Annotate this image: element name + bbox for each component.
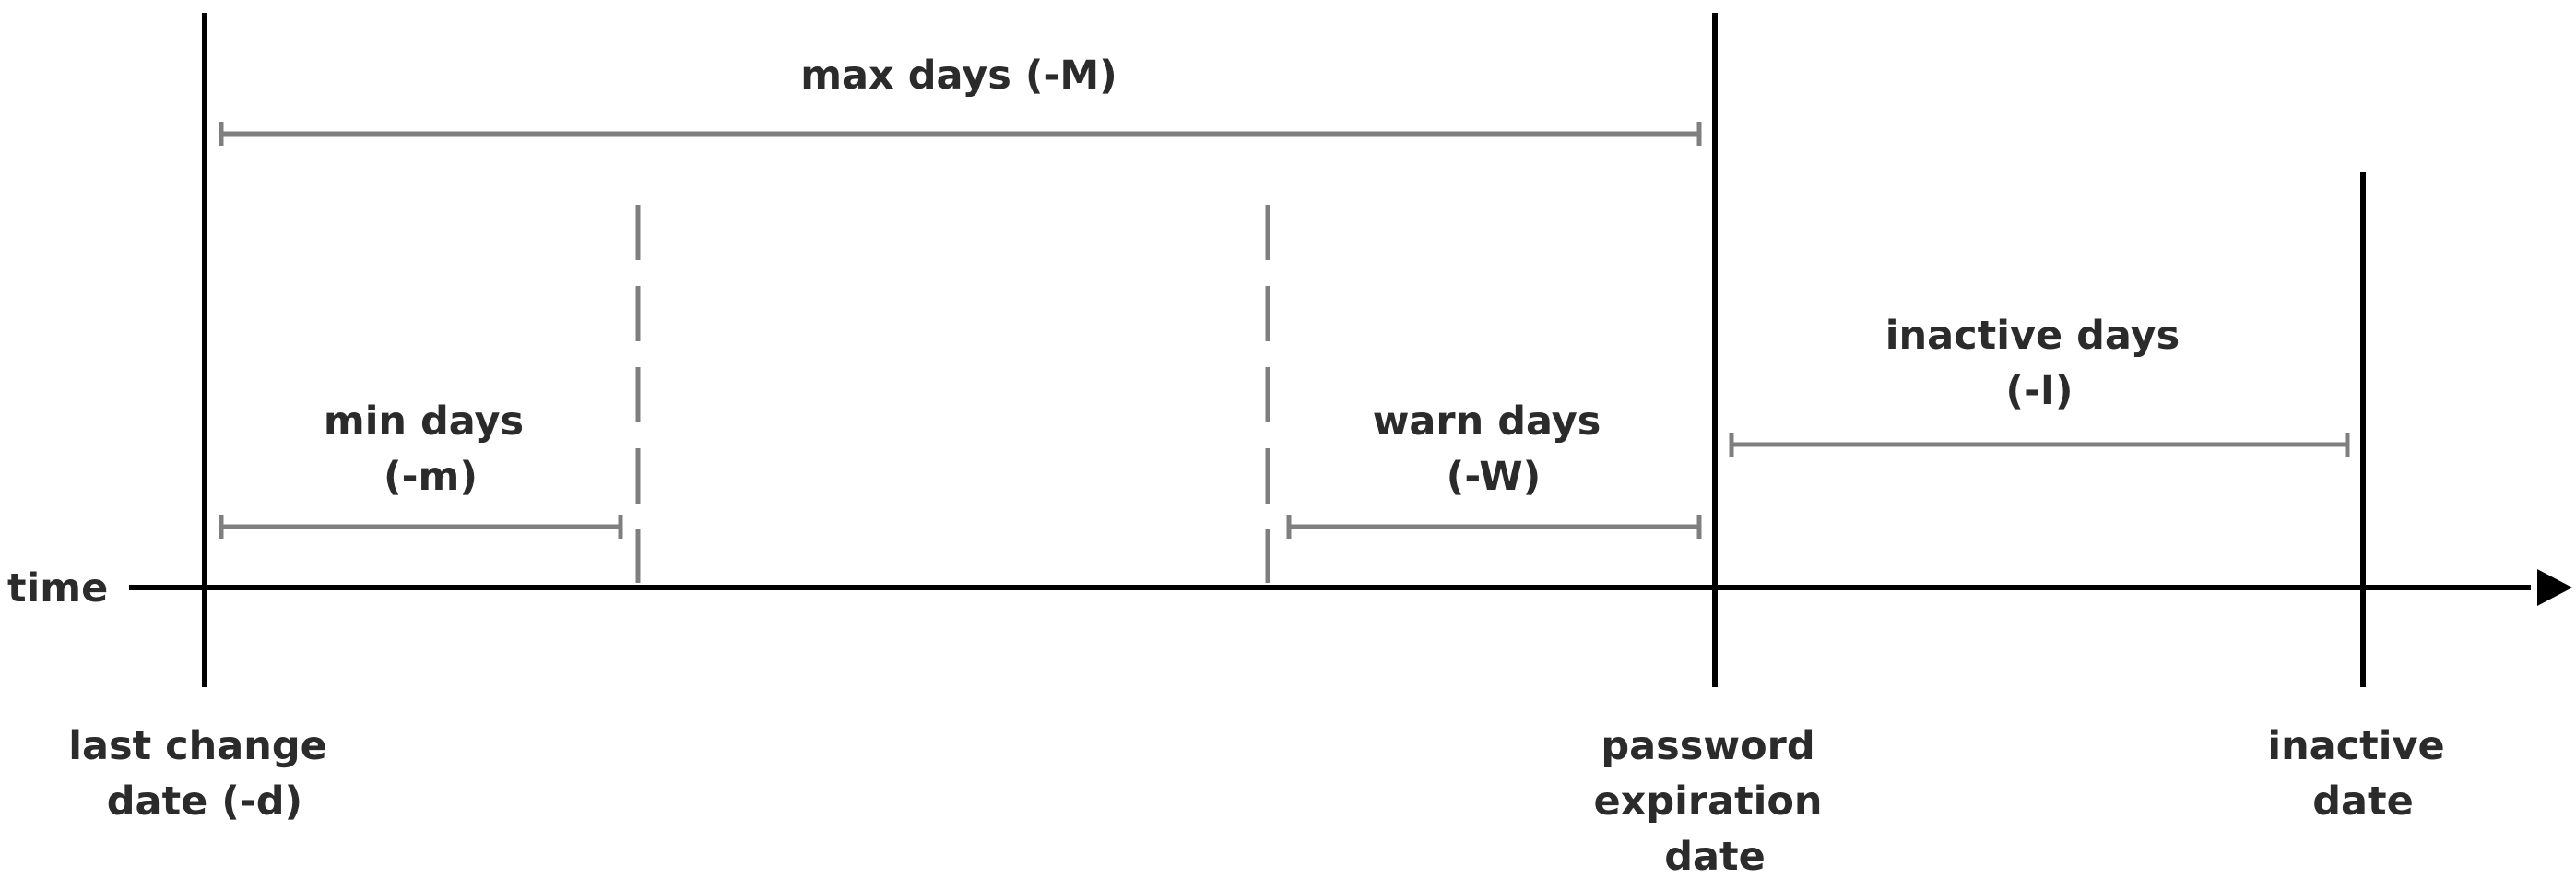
password-expiration-date-label: password expiration date — [1593, 723, 1836, 880]
time-axis-arrowhead — [2537, 569, 2572, 606]
max-days-label: max days (-M) — [800, 53, 1117, 99]
warn-days-label-line-1: warn days — [1373, 398, 1601, 445]
min-days-span — [219, 515, 623, 539]
min-days-label: min days (-m) — [324, 398, 538, 500]
min-days-label-line-1: min days — [324, 398, 524, 445]
inactive-days-label-line-1: inactive days — [1885, 313, 2180, 359]
password-expiration-date-label-line-3: date — [1664, 834, 1766, 880]
warn-days-label-line-2: (-W) — [1447, 454, 1542, 500]
last-change-date-label-line-1: last change — [68, 723, 327, 769]
max-days-span — [219, 122, 1702, 146]
time-axis-label: time — [7, 565, 108, 612]
password-expiration-date-label-line-1: password — [1601, 723, 1814, 769]
warn-days-label: warn days (-W) — [1373, 398, 1615, 500]
inactive-date-label: inactive date — [2267, 723, 2458, 825]
inactive-days-label-line-2: (-I) — [2005, 368, 2073, 414]
inactive-days-label: inactive days (-I) — [1885, 313, 2193, 414]
last-change-date-label: last change date (-d) — [68, 723, 341, 825]
min-days-label-line-2: (-m) — [384, 454, 478, 500]
inactive-date-label-line-2: date — [2312, 778, 2414, 825]
inactive-date-label-line-1: inactive — [2267, 723, 2444, 769]
password-expiration-date-label-line-2: expiration — [1593, 778, 1822, 825]
inactive-days-span — [1729, 433, 2350, 457]
last-change-date-label-line-2: date (-d) — [107, 778, 302, 825]
warn-days-span — [1286, 515, 1702, 539]
